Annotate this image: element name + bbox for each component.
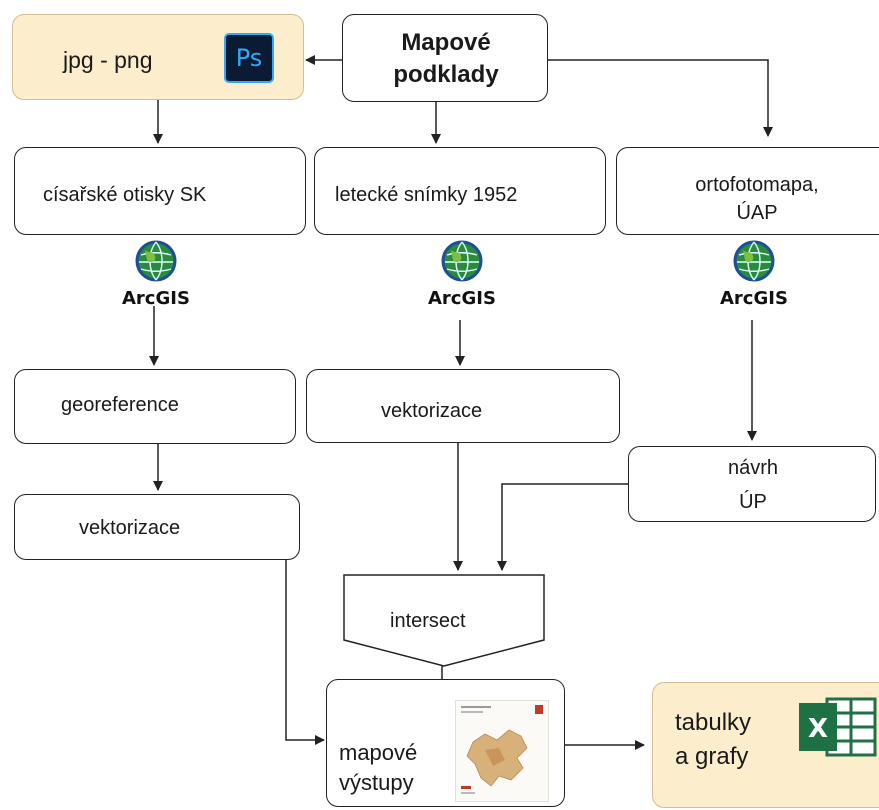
imperial-imprints-label: císařské otisky SK: [43, 184, 207, 206]
arcgis-globe-icon: [441, 240, 483, 282]
vectorization-col1-label: vektorizace: [79, 517, 181, 539]
aerial-images-label: letecké snímky 1952: [335, 184, 518, 206]
map-outputs-line1: mapové: [339, 740, 418, 765]
excel-icon: X: [799, 697, 877, 757]
plan-proposal-line2: ÚP: [739, 491, 767, 513]
excel-icon-letter: X: [808, 714, 828, 744]
orthophoto-line1: ortofotomapa,: [695, 174, 819, 196]
georeference-box: georeference: [14, 369, 296, 444]
plan-proposal-box: návrh ÚP: [628, 446, 876, 522]
arcgis-label-col1: ArcGIS: [122, 288, 190, 309]
tables-graphs-line1: tabulky: [675, 709, 752, 736]
georeference-label: georeference: [61, 394, 179, 416]
arrow-vektorizace-to-outputs: [285, 560, 325, 745]
orthophoto-line2: ÚAP: [736, 202, 778, 224]
photoshop-icon-text: Ps: [235, 44, 263, 72]
image-format-label: jpg - png: [63, 47, 153, 73]
map-sources-box: Mapové podklady: [342, 14, 548, 102]
arcgis-globe-icon: [733, 240, 775, 282]
aerial-images-box: letecké snímky 1952: [314, 147, 606, 235]
tables-graphs-line2: a grafy: [675, 743, 749, 770]
map-sources-line2: podklady: [393, 61, 499, 88]
vectorization-col2-box: vektorizace: [306, 369, 620, 443]
map-sources-line1: Mapové: [401, 29, 491, 56]
arrow-top-to-col3: [548, 59, 773, 137]
imperial-imprints-box: císařské otisky SK: [14, 147, 306, 235]
vectorization-col2-label: vektorizace: [381, 400, 483, 422]
arrow-navrh-to-intersect: [497, 483, 628, 571]
arcgis-label-col2: ArcGIS: [428, 288, 496, 309]
photoshop-icon: Ps: [224, 33, 274, 83]
map-thumbnail-image: [455, 700, 549, 802]
vectorization-col1-box: vektorizace: [14, 494, 300, 560]
image-format-box: jpg - png Ps: [12, 14, 304, 100]
arcgis-globe-icon: [135, 240, 177, 282]
intersect-shape: [343, 574, 545, 667]
orthophoto-box: ortofotomapa, ÚAP: [616, 147, 879, 235]
plan-proposal-line1: návrh: [727, 457, 779, 479]
tables-graphs-box: tabulky a grafy X: [652, 682, 879, 808]
arcgis-label-col3: ArcGIS: [720, 288, 788, 309]
intersect-label: intersect: [390, 610, 466, 632]
map-outputs-line2: výstupy: [339, 770, 414, 795]
map-outputs-box: mapové výstupy: [326, 679, 565, 807]
